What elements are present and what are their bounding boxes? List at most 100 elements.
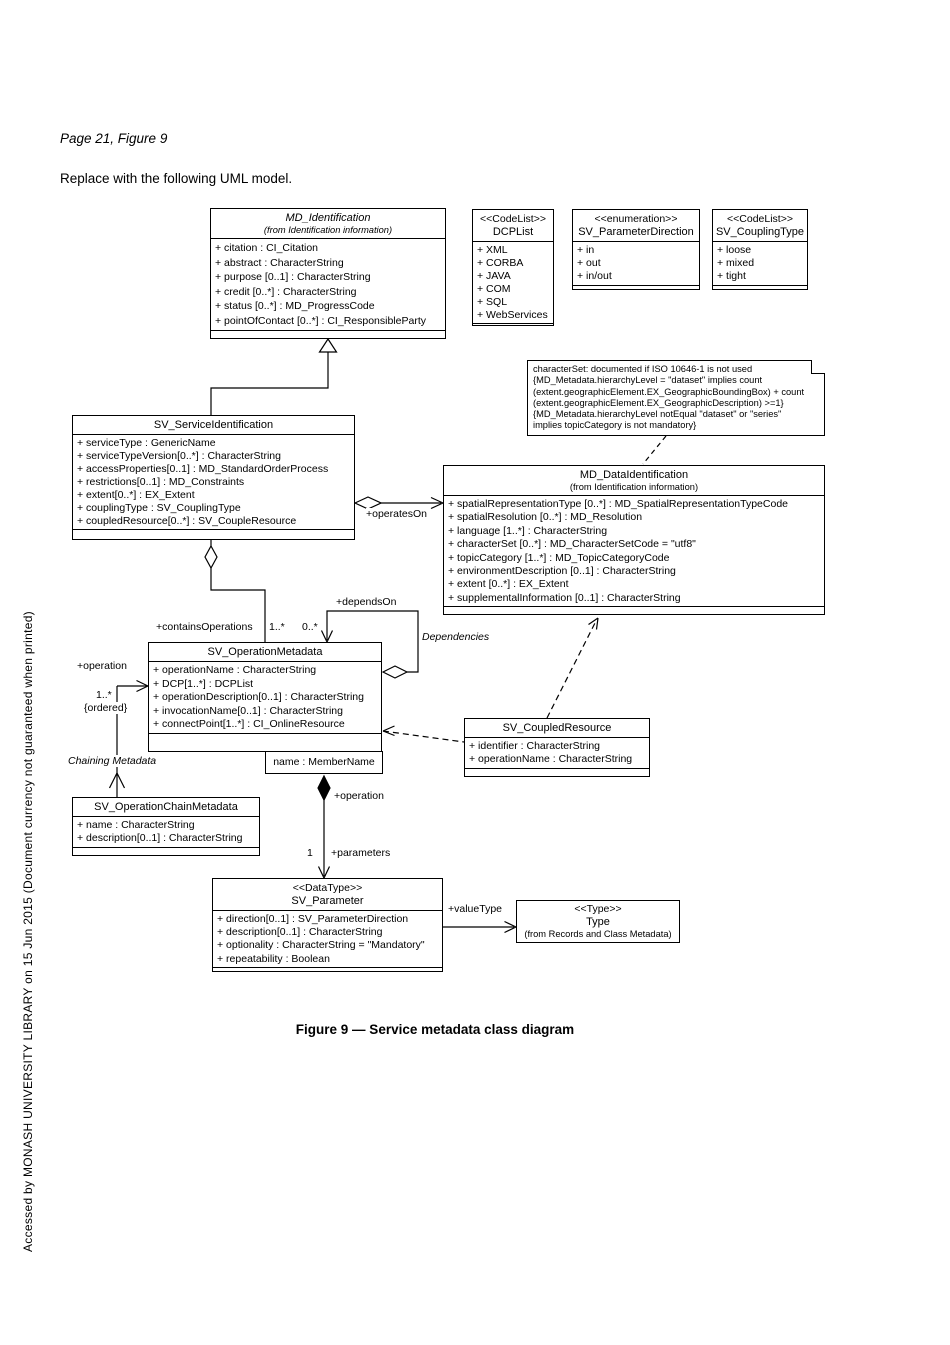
class-name: DCPList: [492, 225, 534, 238]
note-line: {MD_Metadata.hierarchyLevel notEqual "da…: [533, 409, 782, 420]
uml-attribute: + in: [577, 243, 595, 256]
uml-attribute: + tight: [717, 270, 746, 283]
class-header: SV_ServiceIdentification: [73, 416, 354, 435]
label-operation-left-multiplicity: 1..*: [96, 689, 112, 701]
uml-attribute: + name : CharacterString: [77, 819, 195, 831]
class-name: MD_Identification: [285, 212, 371, 224]
class-sv-coupledresource: SV_CoupledResource + identifier : Charac…: [464, 718, 650, 777]
uml-attribute: + spatialResolution [0..*] : MD_Resoluti…: [448, 511, 643, 524]
note-fold-corner: [811, 360, 825, 374]
label-operation-left: +operation: [77, 660, 127, 672]
label-contains-multiplicity: 1..*: [269, 621, 285, 633]
library-access-watermark: Accessed by MONASH UNIVERSITY LIBRARY on…: [21, 611, 35, 1252]
coupled-resource-data-dependency: [546, 617, 599, 719]
uml-attribute: + abstract : CharacterString: [215, 256, 344, 269]
uml-attribute: + pointOfContact [0..*] : CI_Responsible…: [215, 314, 426, 327]
uml-attribute: + DCP[1..*] : DCPList: [153, 677, 254, 690]
uml-attribute: + status [0..*] : MD_ProgressCode: [215, 300, 375, 313]
uml-attribute: + CORBA: [477, 256, 524, 269]
page-annotation: Page 21, Figure 9: [60, 131, 168, 146]
class-header: <<enumeration>> SV_ParameterDirection: [573, 210, 699, 242]
class-sv-operationmetadata: SV_OperationMetadata + operationName : C…: [148, 642, 382, 752]
uml-attribute: + SQL: [477, 295, 508, 308]
label-depends-multiplicity: 0..*: [302, 621, 318, 633]
class-header: SV_OperationMetadata: [149, 643, 381, 662]
class-package-note: (from Identification information): [263, 225, 393, 235]
uml-attribute: + citation : CI_Citation: [215, 242, 319, 254]
uml-attribute: + credit [0..*] : CharacterString: [215, 285, 357, 298]
uml-attribute: + extent [0..*] : EX_Extent: [448, 578, 569, 591]
note-line: (extent.geographicElement.EX_GeographicD…: [533, 397, 784, 408]
empty-compartment: [473, 324, 553, 330]
class-dcplist: <<CodeList>> DCPList + XML + CORBA + JAV…: [472, 209, 554, 326]
class-md-identification: MD_Identification (from Identification i…: [210, 208, 446, 339]
class-header: <<CodeList>> DCPList: [473, 210, 553, 242]
coupled-resource-operation-dependency: [382, 725, 465, 743]
class-header: <<DataType>> SV_Parameter: [213, 879, 442, 911]
label-parameters: +parameters: [331, 847, 391, 859]
class-sv-serviceidentification: SV_ServiceIdentification + serviceType :…: [72, 415, 355, 540]
class-name: SV_OperationMetadata: [207, 646, 323, 658]
uml-attribute: + topicCategory [1..*] : MD_TopicCategor…: [448, 551, 670, 564]
label-chaining-metadata: Chaining Metadata: [68, 755, 157, 767]
uml-attribute: + repeatability : Boolean: [217, 952, 330, 965]
attribute-compartment: + serviceType : GenericName + serviceTyp…: [73, 435, 354, 530]
class-name: Type: [586, 915, 610, 928]
class-header: SV_CoupledResource: [465, 719, 649, 738]
attribute-compartment: + direction[0..1] : SV_ParameterDirectio…: [213, 911, 442, 969]
attribute-compartment: + XML + CORBA + JAVA + COM + SQL + WebSe…: [473, 242, 553, 325]
note-line: {MD_Metadata.hierarchyLevel = "dataset" …: [533, 375, 763, 386]
uml-attribute: + mixed: [717, 256, 755, 269]
uml-attribute: + identifier : CharacterString: [469, 740, 601, 752]
class-package-note: (from Records and Class Metadata): [524, 928, 672, 939]
uml-attribute: + spatialRepresentationType [0..*] : MD_…: [448, 498, 788, 510]
uml-attribute: + restrictions[0..1] : MD_Constraints: [77, 476, 245, 488]
stereotype: <<Type>>: [574, 903, 622, 916]
attribute-compartment: + loose + mixed + tight: [713, 242, 807, 286]
empty-compartment: [465, 769, 649, 776]
class-sv-operationchainmetadata: SV_OperationChainMetadata + name : Chara…: [72, 797, 260, 856]
attribute-compartment: + name : CharacterString + description[0…: [73, 817, 259, 848]
class-sv-parameterdirection: <<enumeration>> SV_ParameterDirection + …: [572, 209, 700, 290]
note-connector: [642, 435, 667, 465]
uml-attribute: + in/out: [577, 270, 612, 283]
label-depends-on: +dependsOn: [336, 596, 397, 608]
attribute-compartment: + operationName : CharacterString + DCP[…: [149, 662, 381, 734]
stereotype: <<DataType>>: [292, 882, 363, 894]
uml-attribute: + optionality : CharacterString = "Manda…: [217, 939, 425, 952]
class-type: <<Type>> Type (from Records and Class Me…: [516, 900, 680, 943]
class-name: MD_DataIdentification: [579, 469, 689, 481]
uml-attribute: + serviceType : GenericName: [77, 437, 216, 449]
class-sv-parameter: <<DataType>> SV_Parameter + direction[0.…: [212, 878, 443, 972]
parameters-composition-connector: [317, 774, 331, 879]
attribute-compartment: + identifier : CharacterString + operati…: [465, 738, 649, 769]
uml-attribute: + operationName : CharacterString: [469, 753, 633, 766]
figure-caption: Figure 9 — Service metadata class diagra…: [295, 1022, 575, 1037]
label-operation-bottom: +operation: [334, 790, 384, 802]
note-line: implies topicCategory is not mandatory}: [533, 420, 697, 431]
uml-attribute: + operationName : CharacterString: [153, 664, 317, 676]
class-header: MD_Identification (from Identification i…: [211, 209, 445, 239]
generalization-connector: [210, 337, 338, 415]
class-header: SV_OperationChainMetadata: [73, 798, 259, 817]
uml-attribute: + description[0..1] : CharacterString: [77, 832, 243, 845]
uml-attribute: + COM: [477, 282, 511, 295]
instruction-text: Replace with the following UML model.: [60, 171, 293, 186]
class-name: SV_Parameter: [291, 894, 364, 907]
uml-attribute: + operationDescription[0..1] : Character…: [153, 691, 364, 703]
label-parameters-multiplicity: 1: [307, 847, 313, 859]
attribute-compartment: + in + out + in/out: [573, 242, 699, 286]
empty-compartment: [73, 848, 259, 855]
uml-attribute: + couplingType : SV_CouplingType: [77, 502, 241, 514]
empty-compartment: [213, 968, 442, 974]
uml-attribute: + supplementalInformation [0..1] : Chara…: [448, 591, 681, 604]
uml-attribute: + environmentDescription [0..1] : Charac…: [448, 565, 676, 578]
empty-compartment: [444, 607, 824, 614]
class-name: SV_ParameterDirection: [578, 225, 694, 238]
uml-attribute: + extent[0..*] : EX_Extent: [77, 489, 195, 501]
label-operates-on: +operatesOn: [366, 508, 428, 520]
uml-attribute: + characterSet [0..*] : MD_CharacterSetC…: [448, 538, 696, 551]
stereotype: <<enumeration>>: [594, 213, 678, 225]
